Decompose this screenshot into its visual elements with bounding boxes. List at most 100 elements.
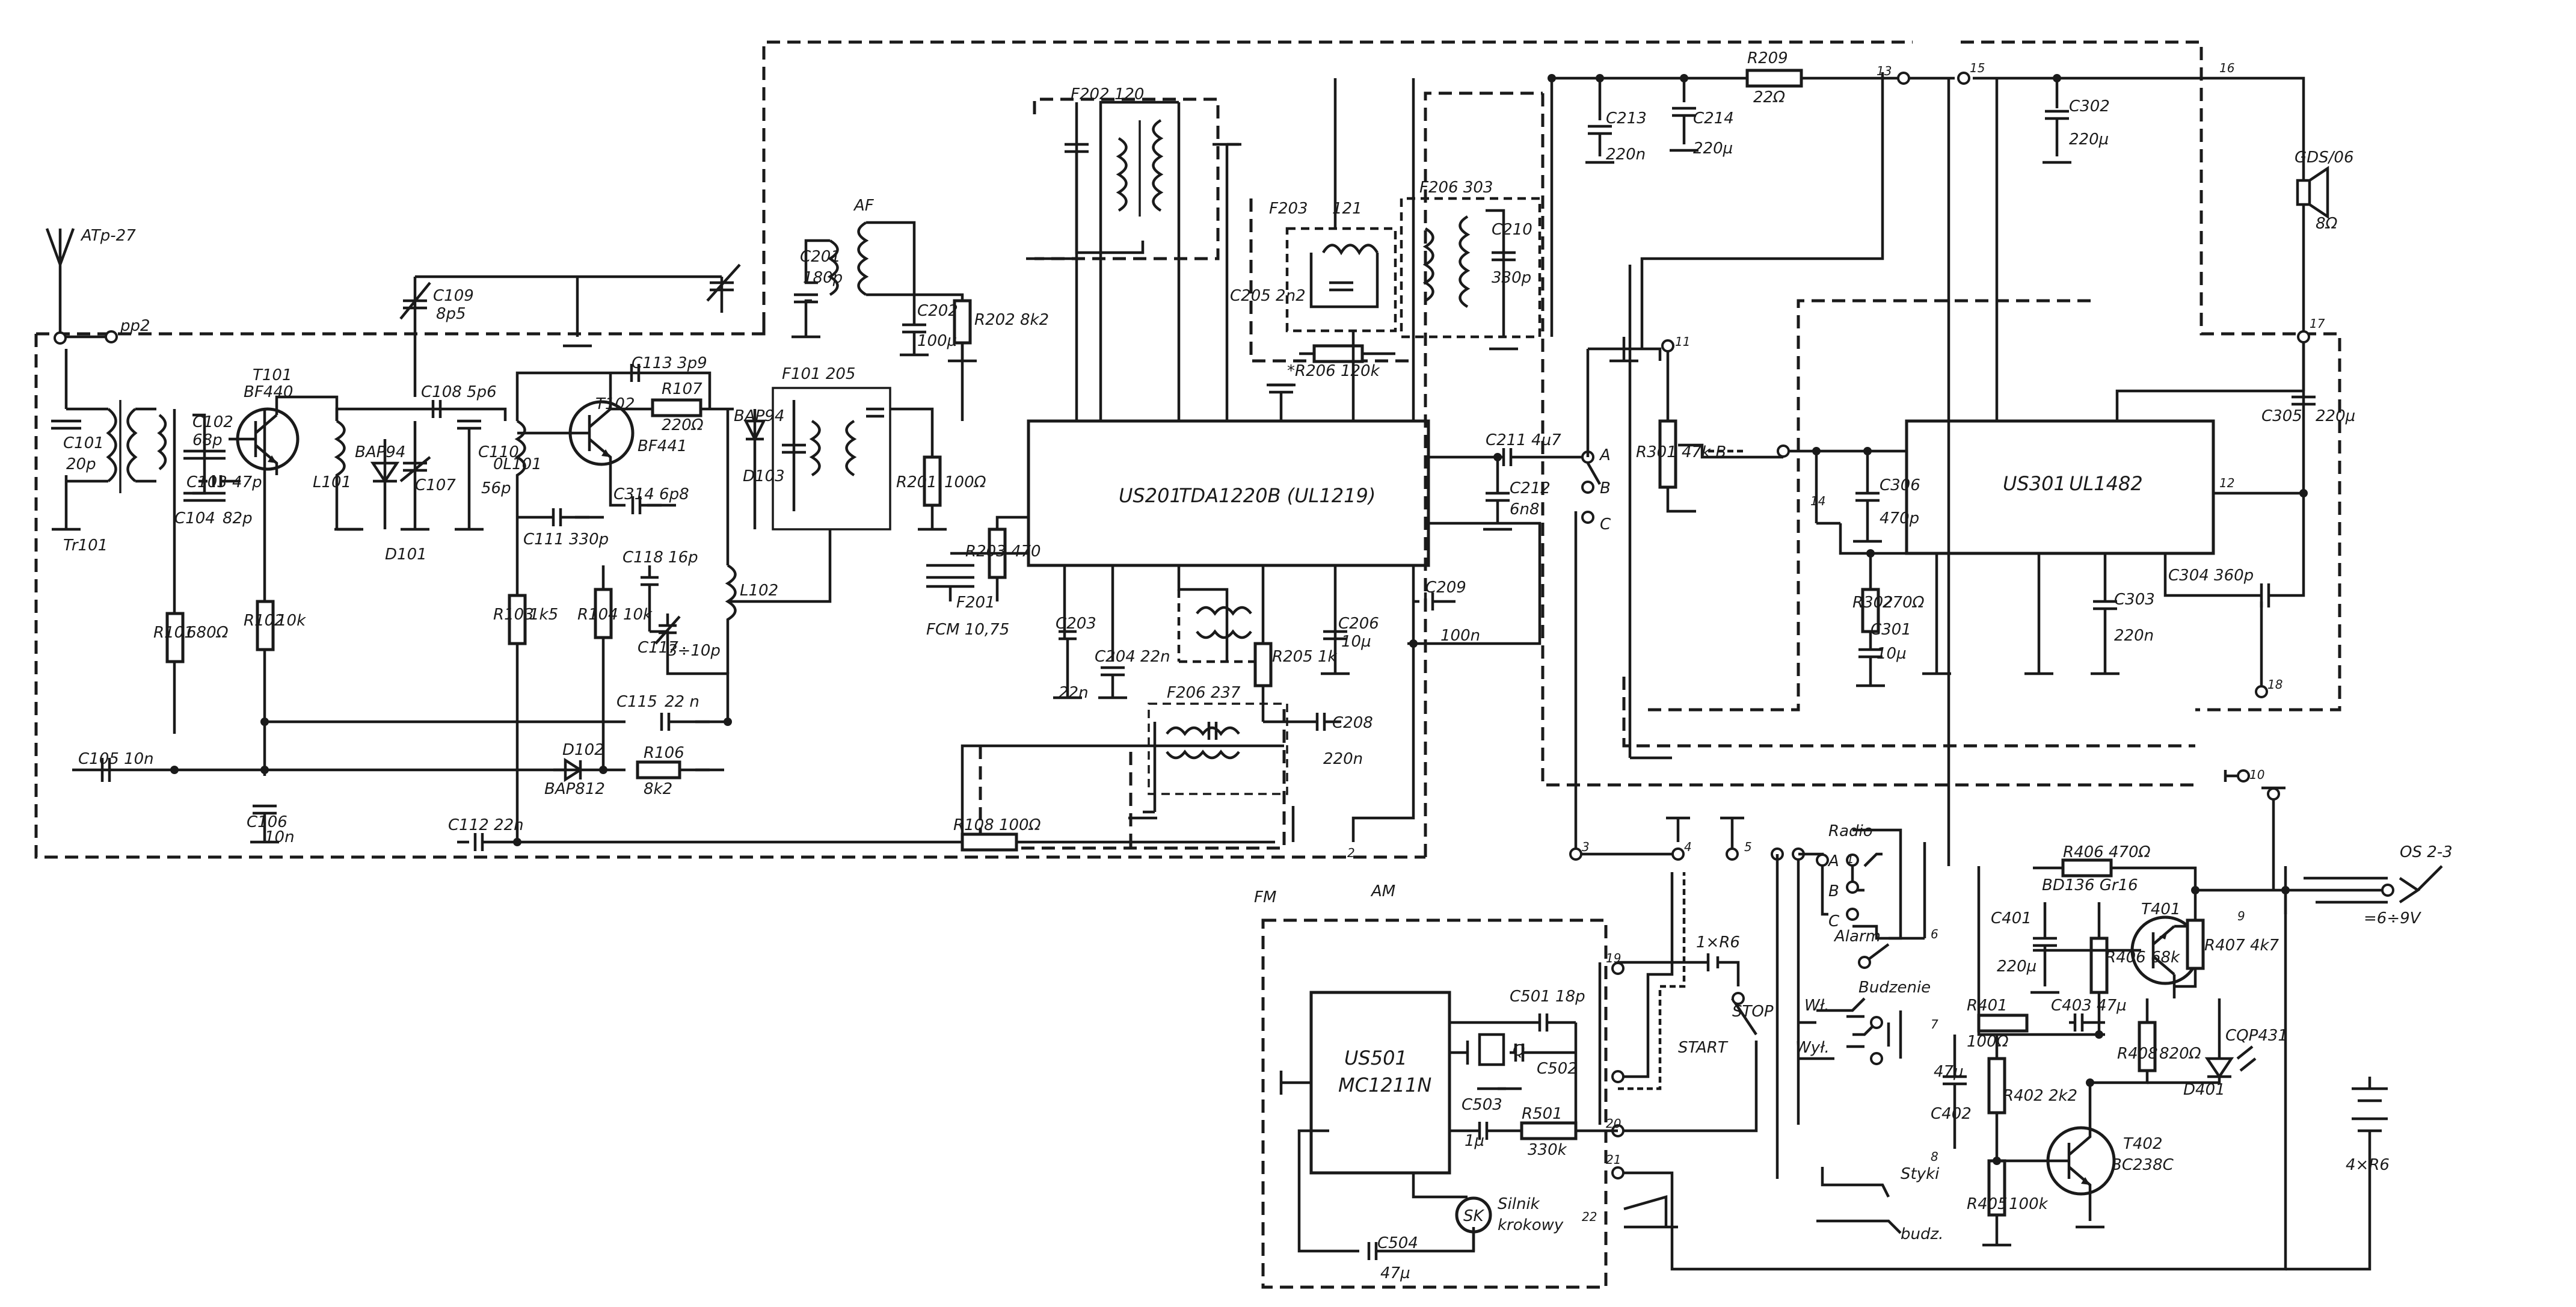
t402-label: T402 [2123,1135,2163,1153]
budzenie-label: Budzenie [1858,979,1931,997]
c213-label: C213 [1606,109,1647,128]
c101-label: C101 [63,434,104,452]
c118-label: C118 16p [622,549,698,567]
node-3: 3 [1582,840,1590,854]
switch-c-label: C [1600,515,1611,534]
motor-label-2: krokowy [1498,1216,1564,1234]
c110-label: C110 [478,443,519,461]
r201-label: R201 [896,473,937,491]
c104-label: C104 [174,509,215,527]
d101-label: D101 [385,546,427,564]
supply-label: =6÷9V [2364,909,2422,927]
c101-value: 20p [66,455,96,473]
c304-label: C304 360p [2168,567,2254,585]
node-22: 22 [1582,1210,1597,1224]
c303-value: 220n [2114,627,2154,645]
c302-label: C302 [2069,97,2110,115]
c203-value: 22n [1059,684,1089,702]
switch-b-label: B [1600,479,1611,497]
c306-label: C306 [1880,476,1920,494]
us501-name: US501 [1344,1047,1407,1069]
f204-label: F206 303 [1419,179,1493,197]
r405-label: R405 [1967,1195,2008,1213]
f202-label: F202 120 [1071,85,1144,103]
c205-label: C205 2n2 [1230,287,1306,305]
switch-section [1569,511,2287,1271]
r401-value: 100Ω [1967,1033,2009,1051]
wyl-label: Wył. [1795,1039,1830,1057]
us301-name: US301 [2003,472,2066,495]
c305-label: C305 [2261,407,2302,425]
c202-value: 100µ [917,332,957,350]
if-section [743,78,1601,842]
c109-value: 8p5 [436,305,466,323]
alarm-amp-wiring [1943,769,2443,1271]
d401-label: D401 [2183,1081,2225,1099]
r209-value: 22Ω [1753,88,1785,106]
r205-label: R205 1k [1272,648,1337,666]
d103-label: D103 [743,467,785,485]
r408-label: R408 [2117,1045,2158,1063]
c504-label: C504 [1377,1234,1418,1252]
switch2-b-label: B [1828,882,1839,900]
c402-label: C402 [1931,1105,1972,1123]
node-10: 10 [2249,767,2264,782]
l102-label: L102 [740,582,778,600]
t101-part: BF440 [244,383,293,401]
node-6: 6 [1931,927,1938,941]
fm-label: FM [1254,888,1276,906]
f203-label: F203 [1269,200,1308,218]
t402-part: BC238C [2111,1156,2174,1174]
r102-label: R102 [244,612,284,630]
us501-part: MC1211N [1338,1074,1431,1096]
c202-label: C202 [917,302,958,320]
c401-value: 220µ [1997,958,2037,976]
r206-label: *R206 120k [1287,362,1380,380]
start-label: START [1678,1039,1729,1057]
node-21: 21 [1606,1152,1621,1167]
battery-label: 4×R6 [2346,1156,2390,1174]
c301-value: 10µ [1877,645,1907,663]
c301-label: C301 [1871,621,1911,639]
c503-label: C503 [1462,1096,1502,1114]
cqp431-label: CQP431 [2225,1027,2288,1045]
r103-value: 1k5 [529,606,558,624]
t401-label: T401 [2141,900,2181,918]
node-16: 16 [2219,61,2234,75]
r405-value: 100k [2009,1195,2049,1213]
c106-value: 10n [265,828,295,846]
fcm-label: F201 [956,594,995,612]
c504-value: 47µ [1380,1264,1410,1282]
c210-label: C210 [1492,221,1532,239]
r406b-label: R406 68k [2105,949,2180,967]
f205-label: F206 237 [1167,684,1241,702]
node-19: 19 [1606,951,1621,965]
switch-a-label: A [1599,446,1611,464]
c112-label: C112 22n [448,816,524,834]
c209-label: C209 [1425,579,1466,597]
r301-label: R301 47k B [1636,443,1726,461]
c209-value: 100n [1440,627,1480,645]
r401-label: R401 [1967,997,2008,1015]
r104-label: R104 10k [577,606,653,624]
node-12: 12 [2219,476,2234,490]
c212-label: C212 [1510,479,1551,497]
node-8: 8 [1931,1149,1938,1164]
bap94a-label: BAP94 [355,443,405,461]
t102-part: BF441 [638,437,687,455]
node-2: 2 [1347,846,1355,860]
d102-label: D102 [562,741,604,759]
c214-value: 220µ [1693,140,1733,158]
r107-label: R107 [662,380,702,398]
node-11: 11 [1675,334,1690,349]
node-4: 4 [1684,840,1692,854]
fcm-value: FCM 10,75 [926,621,1009,639]
f203-value: 121 [1332,200,1362,218]
l101-label: L101 [313,473,351,491]
rf-frontend-wiring [51,263,1284,852]
switch2-a-label: A [1827,852,1839,870]
c503-value: 1µ [1465,1132,1484,1150]
budz-label: budz. [1901,1225,1943,1243]
c213-value: 220n [1606,146,1646,164]
r209-label: R209 [1747,49,1788,67]
